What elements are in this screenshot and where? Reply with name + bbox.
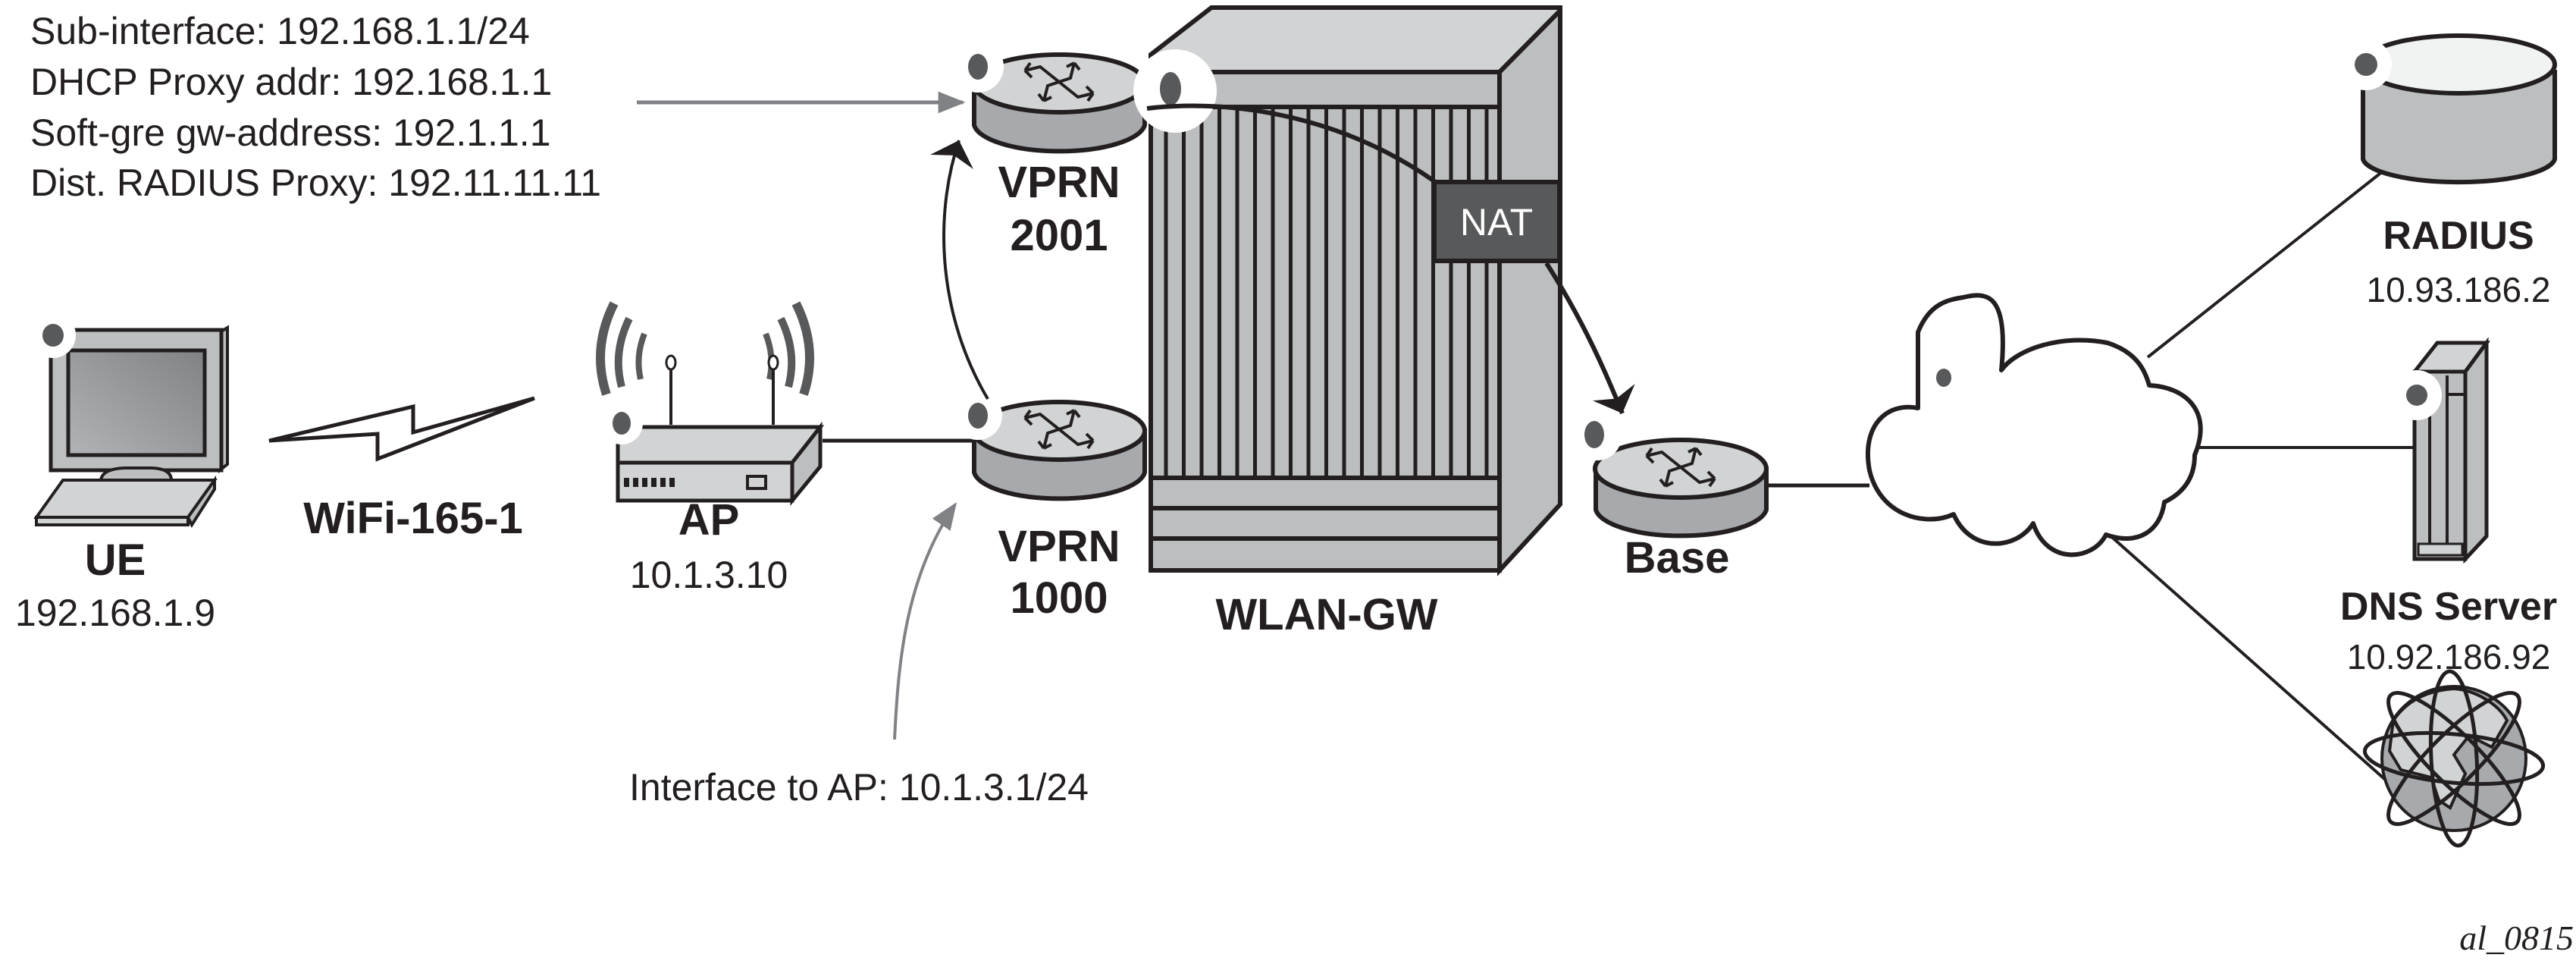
database-icon	[2360, 33, 2557, 185]
vprn2001-label-line1: VPRN	[998, 158, 1120, 207]
vprn1000-interface-info: Interface to AP: 10.1.3.1/24	[629, 766, 1089, 809]
dns-node[interactable]: DNS Server 10.92.186.92	[2340, 337, 2557, 677]
figure-id: al_0815	[2459, 919, 2574, 957]
router-icon	[1593, 438, 1769, 539]
wlan-gw-node[interactable]: WLAN-GW	[1149, 5, 1562, 639]
ap-label: AP	[678, 495, 740, 545]
chassis-icon	[1149, 5, 1562, 576]
link-cloud-radius	[2146, 167, 2388, 359]
info-sub-interface: Sub-interface: 192.168.1.1/24	[30, 10, 530, 52]
ap-node[interactable]: AP 10.1.3.10	[596, 301, 825, 596]
wifi-label: WiFi-165-1	[303, 494, 523, 543]
ap-address: 10.1.3.10	[630, 554, 788, 596]
network-cloud-icon	[1866, 293, 2203, 557]
nat-box[interactable]: NAT	[1432, 180, 1562, 263]
status-dot	[1584, 421, 1604, 448]
info-dhcp-proxy: DHCP Proxy addr: 192.168.1.1	[30, 61, 552, 103]
network-cloud[interactable]	[1866, 293, 2203, 557]
dns-label: DNS Server	[2340, 585, 2557, 629]
radius-label: RADIUS	[2383, 214, 2534, 258]
flow-arrow-vprn2001-to-nat	[1146, 103, 1453, 196]
status-dot	[2406, 385, 2427, 406]
status-dot	[613, 412, 631, 435]
ue-label: UE	[85, 535, 146, 585]
status-dot	[968, 54, 988, 80]
internet-node[interactable]	[2362, 669, 2546, 848]
desktop-computer-icon	[33, 325, 229, 529]
info-dist-radius: Dist. RADIUS Proxy: 192.11.11.11	[30, 162, 601, 204]
info-soft-gre: Soft-gre gw-address: 192.1.1.1	[30, 111, 551, 154]
vprn1000-label-line1: VPRN	[998, 522, 1120, 571]
base-label: Base	[1625, 533, 1730, 583]
status-dot	[2355, 53, 2377, 76]
globe-icon	[2362, 669, 2546, 848]
vprn2001-info-block: Sub-interface: 192.168.1.1/24 DHCP Proxy…	[30, 10, 601, 204]
base-node[interactable]: Base	[1573, 412, 1769, 583]
flow-arrow-nat-to-base	[1544, 262, 1635, 415]
wireless-link-icon	[268, 396, 535, 462]
status-dot	[42, 324, 64, 347]
radius-address: 10.93.186.2	[2366, 270, 2550, 309]
wlan-gw-label: WLAN-GW	[1215, 590, 1437, 639]
router-icon	[971, 400, 1147, 501]
vprn2001-label-line2: 2001	[1010, 211, 1108, 260]
status-dot	[1936, 369, 1951, 387]
nat-label: NAT	[1460, 201, 1533, 243]
wifi-link: WiFi-165-1	[268, 396, 535, 543]
link-cloud-internet	[2106, 532, 2397, 790]
ue-node[interactable]: UE 192.168.1.9	[15, 312, 229, 634]
wireless-access-point-icon	[596, 301, 825, 506]
connections	[823, 167, 2415, 790]
status-dot	[1160, 72, 1181, 105]
vprn1000-label-line2: 1000	[1010, 573, 1108, 623]
router-icon	[971, 52, 1147, 154]
vprn1000-node[interactable]: VPRN 1000	[954, 391, 1147, 623]
callout-arrow-vprn1000	[893, 502, 957, 740]
status-dot	[968, 403, 988, 429]
flow-arrow-vprn1000-to-vprn2001	[930, 140, 989, 400]
radius-node[interactable]: RADIUS 10.93.186.2	[2340, 33, 2557, 309]
ue-address: 192.168.1.9	[15, 592, 215, 634]
vprn2001-node[interactable]: VPRN 2001	[952, 41, 1217, 260]
